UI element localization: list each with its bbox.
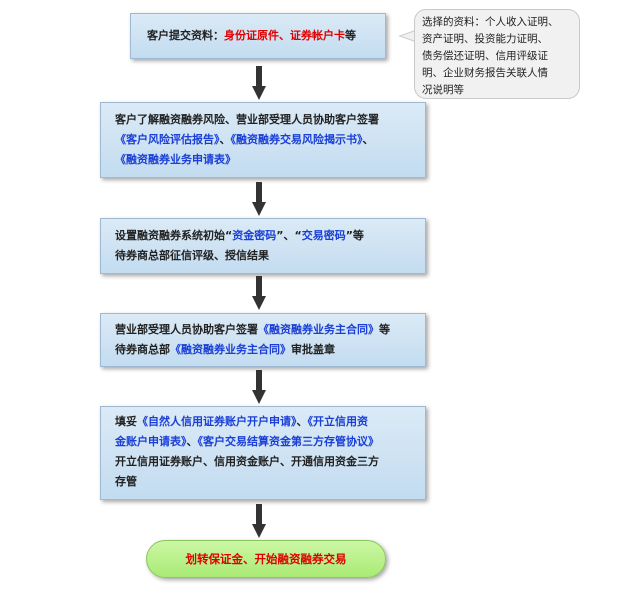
note-callout-tail-inner [401, 31, 416, 41]
step-3-line-2: 待券商总部征信评级、授信结果 [115, 246, 425, 266]
step-2-doc-risk-assessment: 《客户风险评估报告》 [115, 133, 220, 146]
note-line: 明、企业财务报告关联人情 [422, 67, 548, 79]
step-2-sep: 、 [219, 133, 231, 146]
step-3-set-passwords: 设置融资融券系统初始“资金密码”、“交易密码”等 待券商总部征信评级、授信结果 [100, 218, 426, 274]
step-2-sep: 、 [362, 133, 374, 146]
step-2-line-3: 《融资融券业务申请表》 [115, 150, 425, 170]
step-4-master-contract: 营业部受理人员协助客户签署《融资融券业务主合同》等 待券商总部《融资融券业务主合… [100, 313, 426, 367]
step-1-text-b: 身份证原件、证券帐户卡 [224, 29, 345, 42]
step-5-line-3: 开立信用证券账户、信用资金账户、开通信用资金三方 [115, 452, 425, 472]
step-5-doc-credit-account: 《自然人信用证券账户开户申请》 [137, 415, 297, 428]
step-4-text: 等 [379, 323, 390, 336]
step-5-doc-fund-account: 《开立信用资 [307, 415, 369, 428]
step-4-text: 审批盖章 [291, 343, 335, 356]
note-line: 况说明等 [422, 84, 464, 96]
step-5-text: 开立信用证券账户、信用资金账户、开通信用资金三方 [115, 455, 379, 468]
down-arrow-icon [252, 66, 266, 102]
note-line: 资产证明、投资能力证明、 [422, 33, 548, 45]
step-5-doc-third-party-custody: 《客户交易结算资金第三方存管协议》 [197, 435, 380, 448]
step-5-sep: 、 [186, 435, 198, 448]
step-4-doc-master-contract: 《融资融券业务主合同》 [170, 343, 291, 356]
step-1-text-a: 客户提交资料： [147, 29, 224, 42]
step-5-line-4: 存管 [115, 472, 425, 492]
note-optional-documents: 选择的资料：个人收入证明、 资产证明、投资能力证明、 债务偿还证明、信用评级证 … [414, 9, 580, 99]
down-arrow-icon [252, 276, 266, 312]
step-4-text: 营业部受理人员协助客户签署 [115, 323, 258, 336]
step-3-text: 设置融资融券系统初始“ [115, 229, 233, 242]
step-2-text: 客户了解融资融券风险、营业部受理人员协助客户签署 [115, 113, 379, 126]
step-5-doc-fund-account: 金账户申请表》 [115, 435, 187, 448]
step-3-text: ”等 [345, 229, 364, 242]
step-1-submit-documents: 客户提交资料：身份证原件、证券帐户卡等 [130, 13, 386, 59]
step-2-doc-risk-disclosure: 《融资融券交易风险揭示书》 [230, 133, 363, 146]
note-line: 债务偿还证明、信用评级证 [422, 50, 548, 62]
step-4-text: 待券商总部 [115, 343, 170, 356]
down-arrow-icon [252, 370, 266, 406]
step-3-fund-password: 资金密码 [232, 229, 277, 242]
final-step-start-trading: 划转保证金、开始融资融券交易 [146, 540, 386, 578]
down-arrow-icon [252, 504, 266, 540]
note-line: 选择的资料：个人收入证明、 [422, 16, 559, 28]
step-5-text: 填妥 [115, 415, 137, 428]
step-3-text: 待券商总部征信评级、授信结果 [115, 249, 269, 262]
step-5-text: 存管 [115, 475, 137, 488]
step-4-doc-master-contract: 《融资融券业务主合同》 [258, 323, 379, 336]
step-3-text: ”、“ [276, 229, 302, 242]
step-4-line-1: 营业部受理人员协助客户签署《融资融券业务主合同》等 [115, 320, 425, 340]
step-4-line-2: 待券商总部《融资融券业务主合同》审批盖章 [115, 340, 425, 360]
step-2-risk-disclosure: 客户了解融资融券风险、营业部受理人员协助客户签署 《客户风险评估报告》、《融资融… [100, 102, 426, 178]
step-2-line-2: 《客户风险评估报告》、《融资融券交易风险揭示书》、 [115, 130, 425, 150]
step-5-line-2: 金账户申请表》、《客户交易结算资金第三方存管协议》 [115, 432, 425, 452]
down-arrow-icon [252, 182, 266, 218]
step-3-line-1: 设置融资融券系统初始“资金密码”、“交易密码”等 [115, 226, 425, 246]
step-1-text-c: 等 [345, 29, 356, 42]
step-2-doc-application: 《融资融券业务申请表》 [115, 153, 236, 166]
step-5-open-accounts: 填妥《自然人信用证券账户开户申请》、《开立信用资 金账户申请表》、《客户交易结算… [100, 406, 426, 500]
step-2-line-1: 客户了解融资融券风险、营业部受理人员协助客户签署 [115, 110, 425, 130]
step-5-sep: 、 [296, 415, 308, 428]
step-3-trade-password: 交易密码 [301, 229, 346, 242]
step-5-line-1: 填妥《自然人信用证券账户开户申请》、《开立信用资 [115, 412, 425, 432]
